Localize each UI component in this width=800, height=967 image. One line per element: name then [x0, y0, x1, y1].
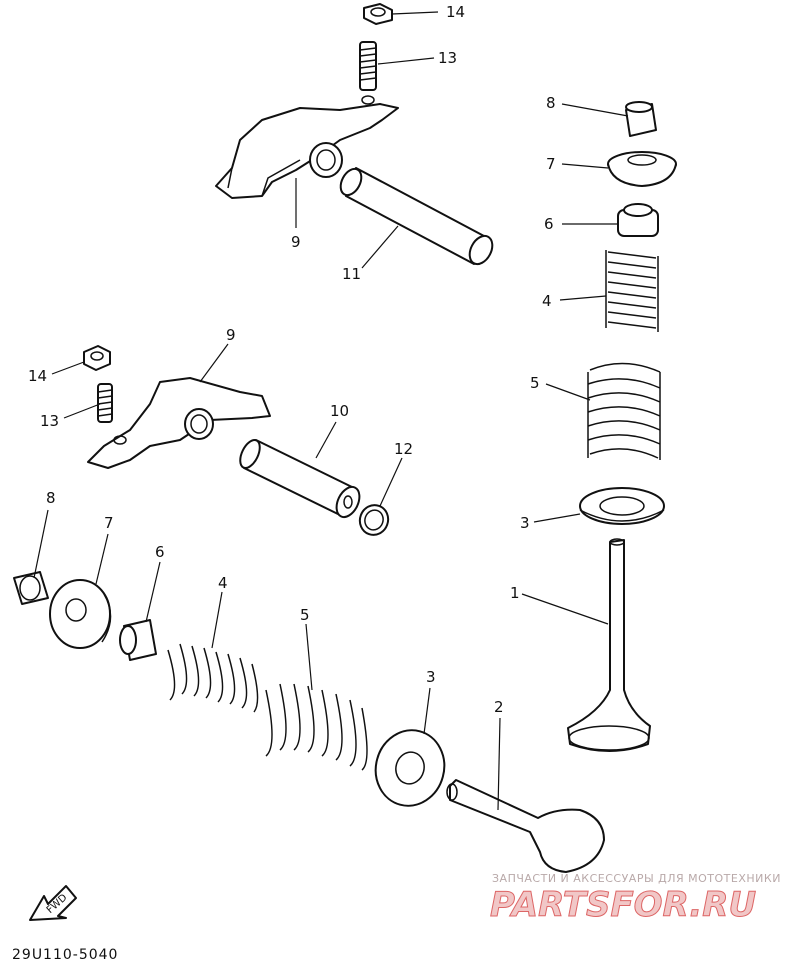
callout-12: 12	[394, 440, 413, 458]
callout-9-top: 9	[291, 233, 301, 251]
callout-6-right: 6	[544, 215, 554, 233]
callout-4-bottom: 4	[218, 574, 228, 592]
callout-9-mid: 9	[226, 326, 236, 344]
callout-1: 1	[510, 584, 520, 602]
intake-valve	[446, 779, 605, 873]
callout-14-top: 14	[446, 3, 465, 21]
callout-3-bottom: 3	[426, 668, 436, 686]
spring-seat-right	[579, 487, 665, 525]
callout-8-bottom: 8	[46, 489, 56, 507]
adjusting-nut-mid	[83, 345, 111, 371]
valve-cotter-bottom	[13, 571, 49, 605]
outer-spring-right	[587, 362, 661, 460]
callout-6-bottom: 6	[155, 543, 165, 561]
callout-14-mid: 14	[28, 367, 47, 385]
callout-4-right: 4	[542, 292, 552, 310]
callout-5-bottom: 5	[300, 606, 310, 624]
rocker-arm-mid	[87, 377, 271, 469]
callout-13-top: 13	[438, 49, 457, 67]
inner-spring-right	[605, 250, 659, 332]
outer-spring-bottom	[265, 683, 368, 771]
rocker-shaft-top	[339, 167, 494, 266]
adjusting-screw-top	[359, 41, 377, 105]
spring-retainer-top	[607, 151, 677, 187]
rocker-arm-top	[215, 103, 399, 199]
callout-2: 2	[494, 698, 504, 716]
callout-13-mid: 13	[40, 412, 59, 430]
exhaust-valve	[567, 538, 651, 752]
fwd-arrow: FWD	[29, 885, 77, 921]
rocker-shaft-mid	[239, 439, 361, 519]
valve-cotter-top	[625, 101, 657, 137]
o-ring	[358, 504, 390, 536]
callout-7-right: 7	[546, 155, 556, 173]
watermark-tagline: ЗАПЧАСТИ И АКСЕССУАРЫ ДЛЯ МОТОТЕХНИКИ	[492, 872, 781, 885]
spring-seat-bottom	[374, 729, 446, 807]
callout-10: 10	[330, 402, 349, 420]
spring-retainer-bottom	[49, 579, 112, 649]
valve-stem-seal-bottom	[119, 619, 157, 661]
callout-7-bottom: 7	[104, 514, 114, 532]
valve-stem-seal-top	[617, 203, 659, 237]
callout-11: 11	[342, 265, 361, 283]
inner-spring-bottom	[167, 643, 259, 713]
adjusting-screw-mid	[97, 383, 113, 423]
callout-5-right: 5	[530, 374, 540, 392]
callout-3-right: 3	[520, 514, 530, 532]
adjusting-nut-top	[363, 3, 393, 25]
reference-code: 29U110-5040	[12, 947, 118, 963]
callout-8-right: 8	[546, 94, 556, 112]
watermark-brand: PARTSFOR.RU	[490, 885, 756, 925]
leader-lines	[33, 11, 629, 811]
